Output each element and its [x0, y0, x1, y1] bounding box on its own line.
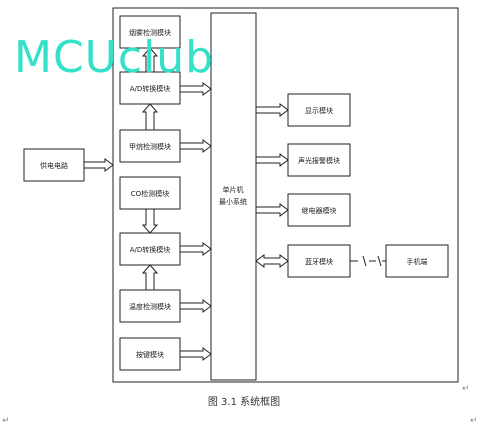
arrow-methane-to-mcu	[180, 139, 212, 153]
mcu-label-line2: 最小系统	[219, 197, 247, 206]
keypad-module: 按键模块	[119, 337, 181, 371]
ad-convert-label-2: A/D转换模块	[130, 245, 171, 254]
mcu-minimal-system: 单片机 最小系统	[210, 12, 257, 381]
display-module: 显示模块	[287, 93, 351, 127]
phone-label: 手机端	[407, 257, 428, 266]
arrow-power-to-system	[84, 158, 114, 172]
down-arrow-3	[141, 209, 159, 234]
mcuclub-watermark: MCUclub	[14, 32, 214, 83]
display-label: 显示模块	[305, 106, 333, 115]
keypad-label: 按键模块	[136, 350, 164, 359]
alarm-label: 声光报警模块	[298, 156, 340, 165]
relay-module: 继电器模块	[287, 193, 351, 227]
ad-convert-label-1: A/D转换模块	[130, 84, 171, 93]
return-mark-right: ↵	[462, 384, 470, 394]
return-mark-left: ↵	[2, 416, 10, 426]
up-arrow-2	[141, 103, 159, 130]
mcu-label-line1: 单片机	[223, 185, 244, 194]
power-supply-label: 供电电路	[40, 161, 68, 170]
smoke-detect-label: 烟雾检测模块	[129, 28, 171, 37]
power-supply-module: 供电电路	[23, 148, 85, 182]
outer-frame	[112, 7, 459, 383]
arrow-mcu-to-alarm	[256, 153, 289, 167]
up-arrow-4	[141, 264, 159, 290]
phone-module: 手机端	[385, 244, 449, 278]
arrow-ad1-to-mcu	[180, 82, 212, 96]
temp-detect-module: 温度检测模块	[119, 289, 181, 323]
bidirectional-arrow-mcu-bluetooth	[255, 254, 289, 268]
arrow-ad2-to-mcu	[180, 242, 212, 256]
return-mark-bottom-right: ↵	[470, 416, 478, 426]
bluetooth-module: 蓝牙模块	[287, 244, 351, 278]
methane-detect-label: 甲烷检测模块	[129, 142, 171, 151]
methane-detect-module: 甲烷检测模块	[119, 129, 181, 163]
temp-detect-label: 温度检测模块	[129, 302, 171, 311]
figure-caption: 图 3.1 系统框图	[208, 395, 280, 408]
co-detect-label: CO检测模块	[131, 189, 169, 198]
ad-convert-module-2: A/D转换模块	[119, 232, 181, 266]
bluetooth-label: 蓝牙模块	[305, 257, 333, 266]
alarm-module: 声光报警模块	[287, 143, 351, 177]
arrow-keypad-to-mcu	[180, 347, 212, 361]
wireless-link-bluetooth-phone	[350, 255, 386, 267]
arrow-mcu-to-display	[256, 103, 289, 117]
up-arrow-1	[141, 47, 159, 72]
arrow-temp-to-mcu	[180, 299, 212, 313]
relay-label: 继电器模块	[302, 206, 337, 215]
co-detect-module: CO检测模块	[119, 176, 181, 210]
arrow-mcu-to-relay	[256, 203, 289, 217]
